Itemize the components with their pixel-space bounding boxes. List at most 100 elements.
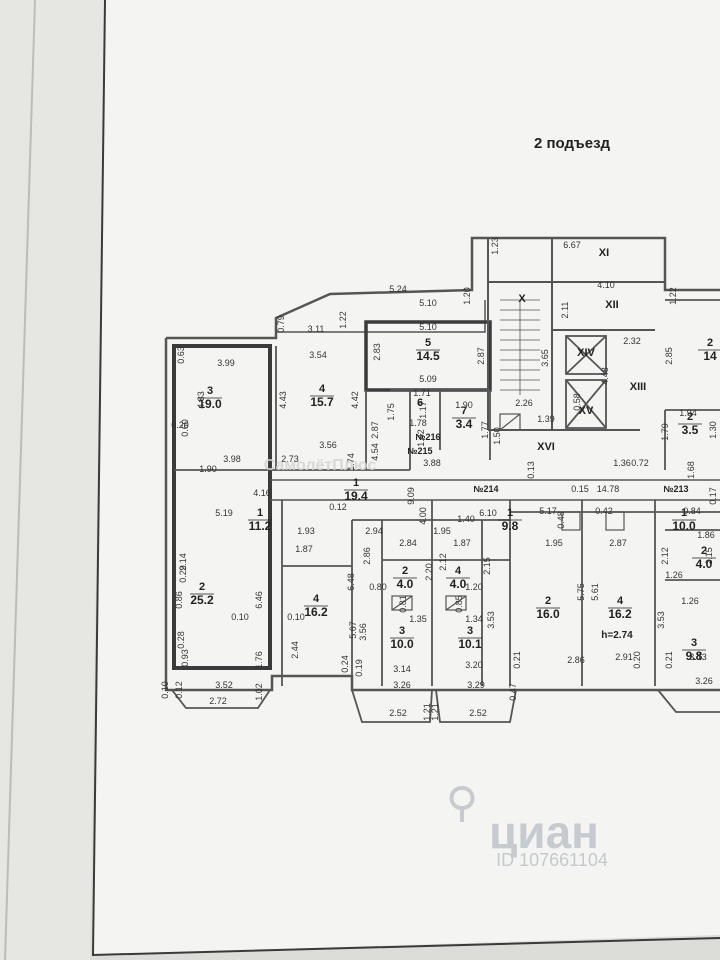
dimension-label: 0.19 [354,659,364,677]
room-labels: 319.0415.7514.5673.4119.4225.2111.2416.2… [190,337,720,663]
corridor-mark: №214 [473,484,498,494]
dimension-label: 4.54 [370,443,380,461]
dimension-label: 3.65 [540,349,550,367]
dimension-label: 4.48 [600,367,610,385]
dimension-label: 0.72 [631,458,649,468]
dimension-label: 0.29 [178,565,188,583]
dimension-label: 1.95 [545,538,563,548]
dimension-label: 2.87 [476,347,486,365]
dimension-label: 6.10 [479,508,497,518]
dimension-label: 3.11 [308,324,325,334]
dimension-label: 1.35 [409,614,427,624]
room-area: 3.5 [682,423,699,437]
room-number: 2 [199,581,205,593]
dimension-label: 0.60 [180,419,190,437]
dimension-label: 5.19 [215,508,233,518]
dimension-label: 3.52 [215,680,233,690]
dimension-label: 1.76 [254,651,264,669]
room-number: 5 [425,337,431,349]
room-area: 19.4 [344,489,368,503]
room-number: 7 [461,405,467,417]
vent-shafts [391,413,625,611]
dimension-label: 1.95 [433,526,451,536]
room-area: 14 [703,349,717,363]
room-number: 4 [319,383,326,395]
stair-steps [500,299,540,395]
dimension-label: 1.79 [660,423,670,441]
dimension-label: 2.12 [660,547,670,565]
dimension-label: 2.32 [623,336,641,346]
stair-core [487,238,665,431]
dimension-label: 3.99 [217,358,235,368]
dimension-label: 2.87 [370,421,380,439]
room-number: 1 [257,507,263,519]
dimension-label: 2.72 [209,696,227,706]
dimension-label: 2.87 [609,538,627,548]
dimension-label: 0.81 [398,595,408,613]
dimension-label: 1.40 [457,514,475,524]
dimension-label: 1.74 [346,453,356,471]
dimension-label: 3.56 [319,440,337,450]
dimension-label: 6.46 [254,591,264,609]
room-area: 15.7 [310,395,334,409]
room-number: 1 [353,477,359,489]
dimension-label: 5.10 [419,322,437,332]
bay-windows [171,689,720,723]
roman-label: XV [579,405,594,417]
dimension-label: 2.20 [424,563,434,581]
roman-label: XI [599,247,609,259]
room-number: 3 [207,385,213,397]
dimension-label: 1.39 [537,414,555,424]
dimension-label: 3.13 [689,652,707,662]
dimension-label: 2.52 [469,708,487,718]
room-area: 16.2 [304,605,328,619]
location-pin-icon [449,785,475,822]
dimension-label: 1.30 [708,421,718,439]
dimension-label: 3.53 [486,611,496,629]
room-area: 16.2 [608,607,632,621]
cian-watermark [449,785,475,822]
ceiling-height-label: h=2.74 [601,630,633,641]
dimension-label: 0.79 [276,315,286,333]
room-area: 10.0 [390,637,414,651]
dimension-label: 1.90 [455,400,473,410]
roman-label: XII [605,299,618,311]
dimension-label: 0.93 [180,649,190,667]
dimension-label: 0.20 [171,420,189,430]
dimension-label: 14.78 [597,484,620,494]
room-number: 1 [507,507,513,519]
dimension-label: 1.75 [386,403,396,421]
roman-label: XVI [537,441,555,453]
room-number: 4 [455,565,462,577]
dimension-label: 1.36 [613,458,631,468]
room-area: 25.2 [190,593,214,607]
dimension-label: 1.87 [295,544,313,554]
upper-balcony [275,300,486,333]
dimension-label: 0.86 [174,591,184,609]
room-number: 4 [313,593,320,605]
room-area: 10.1 [458,637,482,651]
dimension-label: 4.42 [350,391,360,409]
room-area: 9.8 [502,519,519,533]
faded-brand-watermark: СамолётПлюс [264,457,377,474]
dimension-label: 3.20 [465,660,483,670]
dimension-label: 0.80 [369,582,387,592]
dimension-label: 1.86 [697,530,715,540]
room-area: 4.0 [696,557,713,571]
dimension-label: 2.73 [281,454,299,464]
apartment-left-boundary [172,344,272,670]
room-area: 19.0 [198,397,222,411]
dimension-label: 1.21 [422,703,432,721]
dimension-label: 1.78 [409,418,427,428]
dimension-label: 4.10 [597,280,615,290]
dimension-label: 0.12 [174,681,184,699]
dimension-label: 2.15 [704,547,714,565]
room-number: 2 [687,411,693,423]
dimension-label: 1.94 [679,408,697,418]
dimension-label: 0.17 [708,487,718,505]
room-area: 14.5 [416,349,440,363]
dimension-label: 0.58 [572,393,582,411]
dimension-label: 3.54 [309,350,327,360]
